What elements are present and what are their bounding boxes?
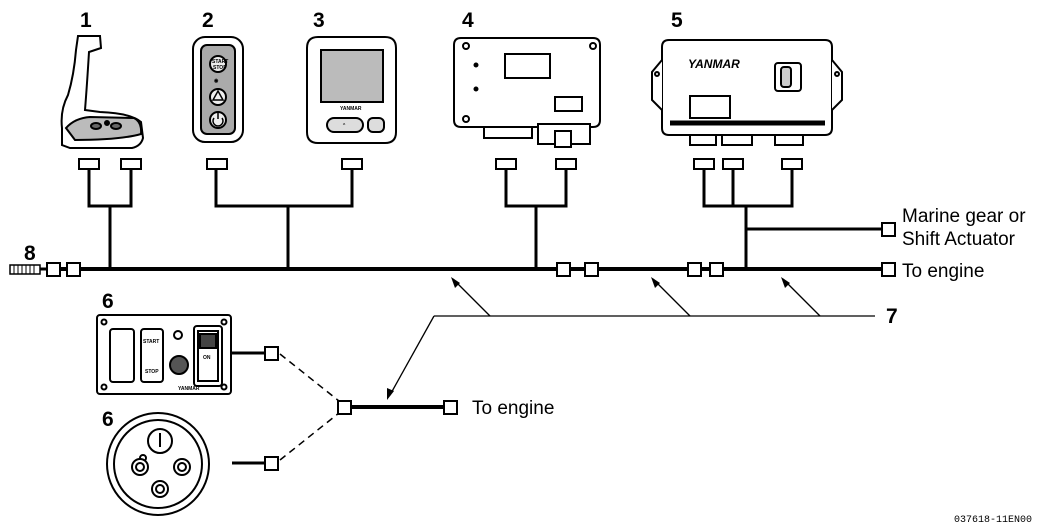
label-4: 4 (462, 9, 474, 32)
control-lever-device (60, 35, 145, 149)
svg-text:⌃: ⌃ (342, 123, 346, 129)
svg-text:START: START (212, 59, 228, 65)
start-stop-switch-panel: START STOP ◉ (192, 36, 244, 143)
connectors (46, 158, 896, 471)
label-5: 5 (671, 9, 683, 32)
yanmar-logo: YANMAR (688, 57, 740, 71)
to-engine-label-panel: To engine (472, 398, 554, 419)
marine-gear-label: Marine gear or (902, 206, 1026, 227)
start-label: START (143, 339, 159, 345)
label-6-top: 6 (102, 290, 114, 313)
on-label: ON (203, 355, 211, 361)
svg-text:◉: ◉ (214, 78, 219, 84)
label-8: 8 (24, 242, 36, 265)
svg-text:YANMAR: YANMAR (340, 106, 362, 112)
label-2: 2 (202, 9, 214, 32)
display-unit: YANMAR ⌃ (306, 36, 397, 144)
svg-text:YANMAR: YANMAR (178, 386, 200, 392)
label-6-bottom: 6 (102, 408, 114, 431)
control-box-5-yanmar: YANMAR (651, 39, 843, 146)
label-7: 7 (886, 305, 898, 328)
control-box-4 (453, 37, 601, 148)
label-3: 3 (313, 9, 325, 32)
to-engine-label-main: To engine (902, 261, 984, 282)
shift-actuator-label: Shift Actuator (902, 229, 1016, 250)
svg-text:STOP: STOP (213, 65, 227, 71)
stop-label: STOP (145, 369, 159, 375)
harness-wiring (9, 168, 884, 465)
switch-panel-rectangular: START STOP ON YANMAR (96, 314, 232, 395)
callout-7-arrowheads (387, 277, 790, 400)
callout-7-leaders (389, 278, 875, 396)
figure-code: 037618-11EN00 (954, 515, 1032, 526)
label-1: 1 (80, 9, 92, 32)
switch-panel-round (106, 412, 210, 516)
